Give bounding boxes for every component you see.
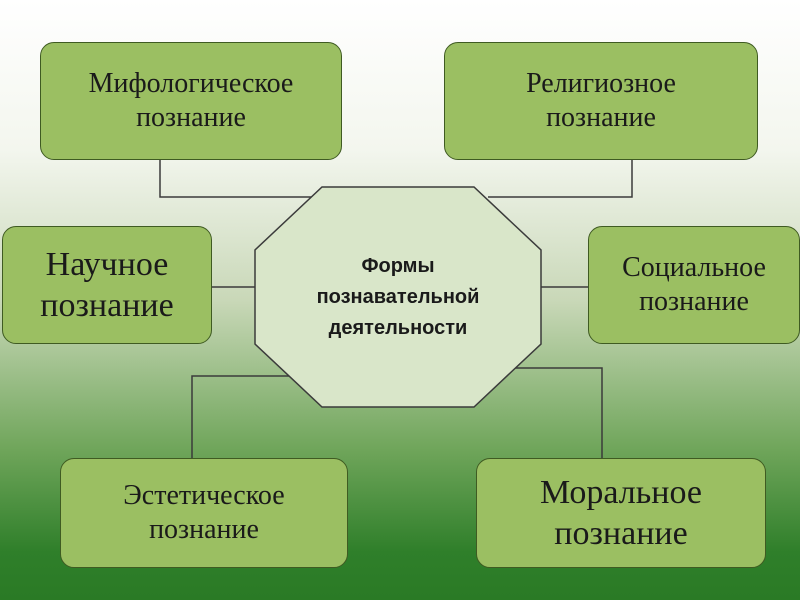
node-aesthetic: Эстетическое познание: [60, 458, 348, 568]
connector-moral: [514, 367, 603, 458]
node-social: Социальное познание: [588, 226, 800, 344]
connector-mythological: [159, 160, 312, 198]
node-mythological: Мифологическое познание: [40, 42, 342, 160]
octagon-shape: [254, 186, 542, 408]
connector-aesthetic: [191, 375, 296, 458]
node-scientific: Научное познание: [2, 226, 212, 344]
connector-religious: [488, 160, 633, 198]
center-node: Формы познавательной деятельности: [254, 186, 542, 408]
node-moral: Моральное познание: [476, 458, 766, 568]
center-label: Формы познавательной деятельности: [316, 254, 480, 339]
node-religious: Религиозное познание: [444, 42, 758, 160]
